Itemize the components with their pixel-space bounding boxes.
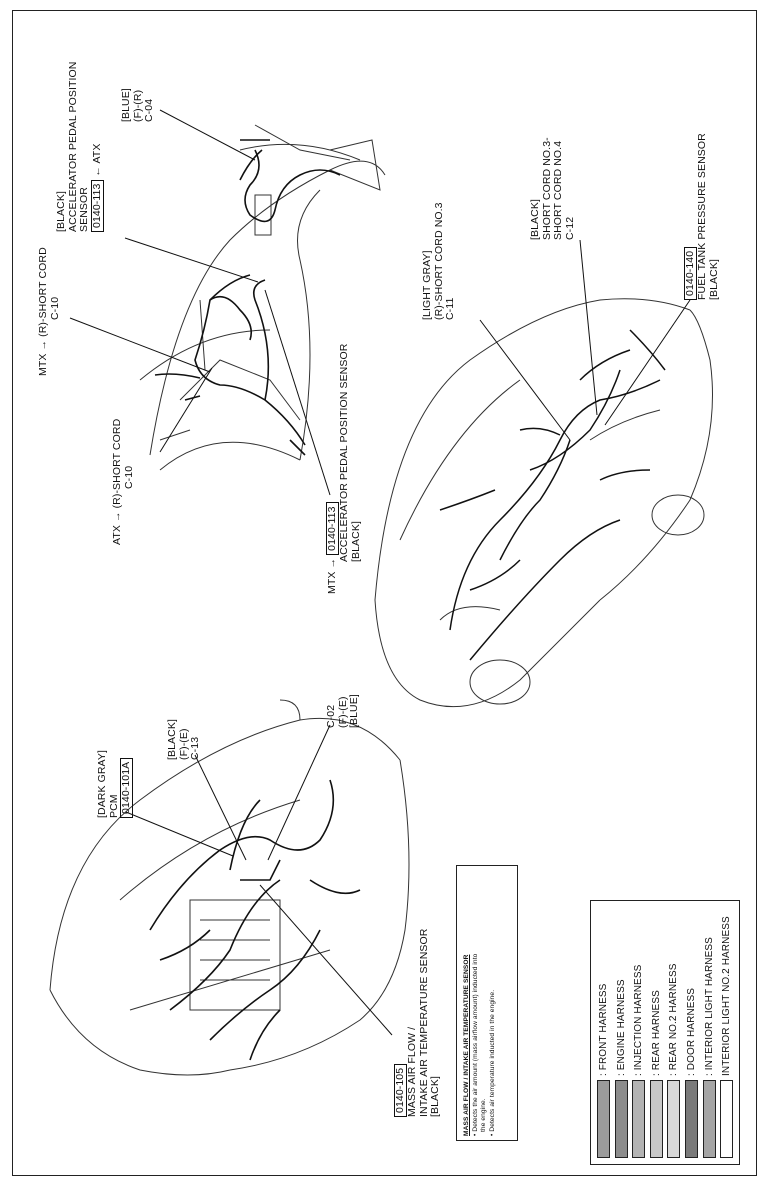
engine-bay-wiring: [149, 779, 361, 1061]
leader-lines: [69, 109, 691, 1036]
page-frame: [12, 10, 757, 1176]
app-sensor-atx-label: [BLACK] ACCELERATOR PEDAL POSITION SENSO…: [55, 61, 104, 232]
legend-swatch: [632, 1080, 646, 1158]
connector-id-c10: C-10: [48, 296, 61, 320]
harness-legend: : FRONT HARNESS : ENGINE HARNESS : INJECTI…: [590, 900, 740, 1165]
rear-car-wiring: [439, 329, 666, 661]
info-line: • Detects the air amount (mass airflow a…: [471, 953, 479, 1136]
legend-swatch: [702, 1080, 716, 1158]
maf-info-box: MASS AIR FLOW / INTAKE AIR TEMPERATURE S…: [456, 865, 518, 1141]
c02-connector-label: C-02 (F)-(E) [BLUE]: [325, 694, 361, 728]
engine-bay-drawing: [49, 699, 410, 1076]
c11-connector-label: [LIGHT GRAY] (R)-SHORT CORD NO.3 C-11: [421, 202, 457, 320]
atx-short-cord-label: ATX → (R)-SHORT CORD C-10: [111, 418, 135, 545]
c12-connector-label: [BLACK] SHORT CORD NO.3- SHORT CORD NO.4…: [529, 137, 576, 240]
fuel-tank-pressure-sensor-label: 0140-140 FUEL TANK PRESSURE SENSOR [BLAC…: [684, 133, 720, 300]
connector-id-c10-atx: C-10: [122, 465, 135, 489]
c04-connector-label: [BLUE] (F)-(R) C-04: [120, 88, 156, 122]
legend-swatch: [685, 1080, 698, 1158]
part-code-0140-101a: 0140-101A: [120, 757, 134, 818]
legend-label: : REAR HARNESS: [650, 990, 662, 1076]
part-code-0140-113-atx: 0140-113: [90, 179, 104, 232]
legend-label: INTERIOR LIGHT NO.2 HARNESS: [721, 916, 733, 1076]
rear-car-drawing: [374, 298, 713, 708]
legend-label: : DOOR HARNESS: [686, 987, 697, 1076]
info-line: • Detects air temperature inducted in th…: [488, 989, 496, 1136]
atx-suffix: ← ATX: [90, 143, 103, 177]
legend-label: : FRONT HARNESS: [598, 983, 609, 1076]
legend-swatch: [667, 1080, 681, 1158]
c13-connector-label: [BLACK] (F)-(E) C-13: [166, 719, 202, 760]
legend-label: : ENGINE HARNESS: [615, 979, 627, 1076]
legend-label: : INJECTION HARNESS: [633, 964, 645, 1076]
mtx-prefix: MTX →: [326, 557, 338, 594]
app-sensor-mtx-label: MTX → 0140-113 ACCELERATOR PEDAL POSITIO…: [326, 343, 362, 594]
legend-label: : REAR NO.2 HARNESS: [668, 963, 680, 1076]
info-box-title: MASS AIR FLOW / INTAKE AIR TEMPERATURE S…: [463, 954, 470, 1136]
legend-label: : INTERIOR LIGHT HARNESS: [703, 937, 715, 1076]
pedal-area-wiring: [154, 139, 341, 456]
mtx-short-cord-label: MTX → (R)-SHORT CORD C-10: [37, 247, 61, 376]
info-line: the engine.: [480, 1098, 488, 1132]
pcm-label: [DARK GRAY] PCM 0140-101A: [96, 749, 134, 818]
maf-sensor-label: 0140-105 MASS AIR FLOW / INTAKE AIR TEMP…: [394, 928, 442, 1117]
legend-swatch: [597, 1080, 610, 1158]
legend-swatch: [649, 1080, 663, 1158]
legend-swatch: [614, 1080, 628, 1158]
legend-swatch: [720, 1080, 734, 1158]
